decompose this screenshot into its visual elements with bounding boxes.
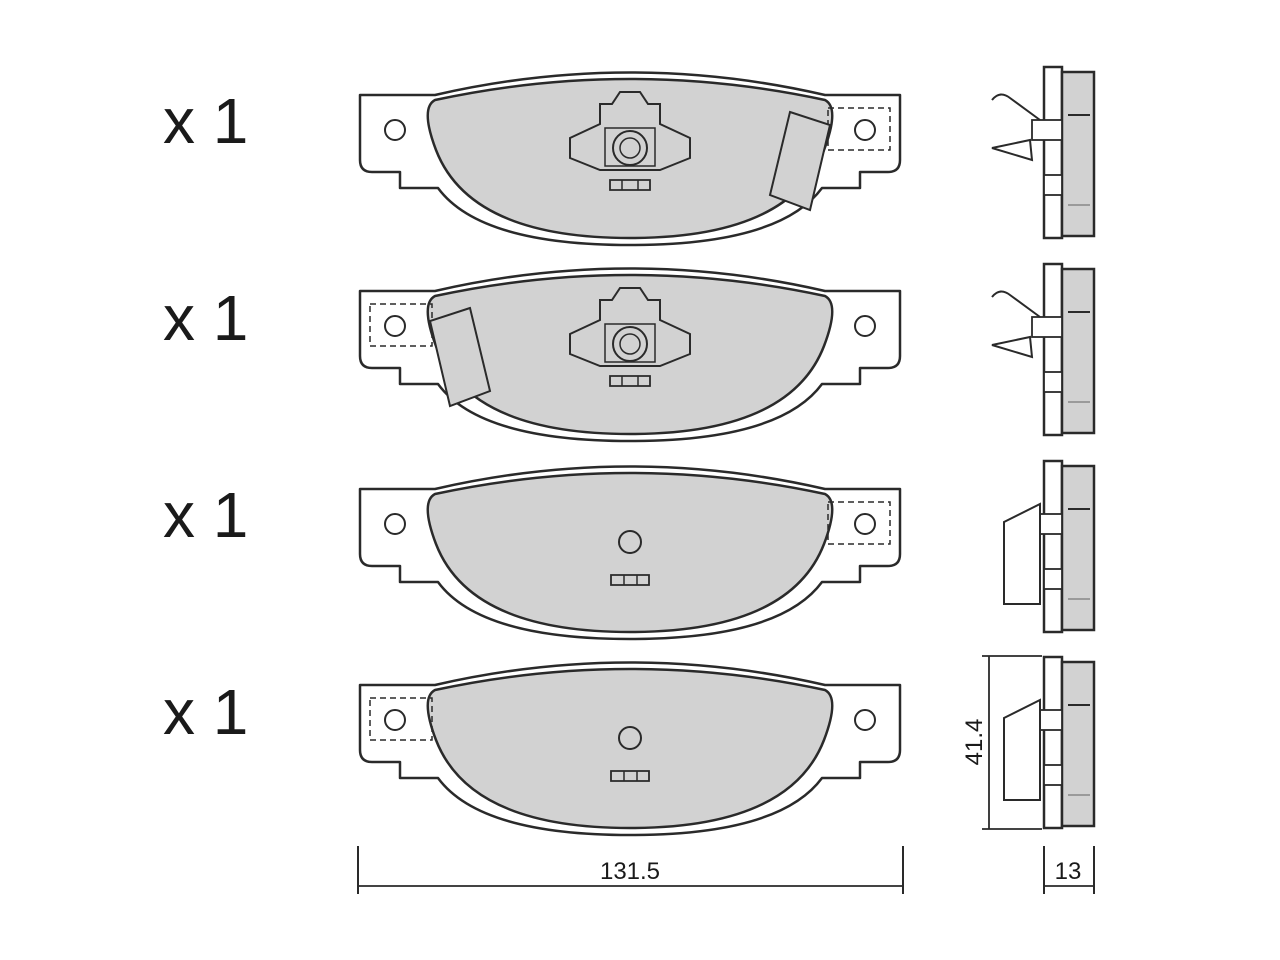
side-view-3 — [1003, 459, 1096, 634]
brake-pad-2 — [358, 267, 902, 443]
quantity-label-2: x 1 — [163, 282, 249, 354]
quantity-label-3: x 1 — [163, 479, 249, 551]
quantity-label-4: x 1 — [163, 676, 249, 748]
brake-pad-4 — [358, 661, 902, 837]
thickness-dimension: 13 — [1043, 846, 1095, 894]
quantity-label-1: x 1 — [163, 85, 249, 157]
side-view-4 — [1003, 655, 1096, 830]
height-dimension: 41.4 — [961, 655, 1042, 830]
brake-pad-1 — [358, 71, 902, 247]
side-view-1 — [991, 65, 1096, 240]
width-dimension: 131.5 — [357, 846, 904, 894]
brake-pad-3 — [358, 465, 902, 641]
thickness-dimension-label: 13 — [1055, 858, 1082, 885]
width-dimension-label: 131.5 — [600, 858, 660, 885]
height-dimension-label: 41.4 — [961, 719, 988, 766]
side-view-2 — [991, 262, 1096, 437]
